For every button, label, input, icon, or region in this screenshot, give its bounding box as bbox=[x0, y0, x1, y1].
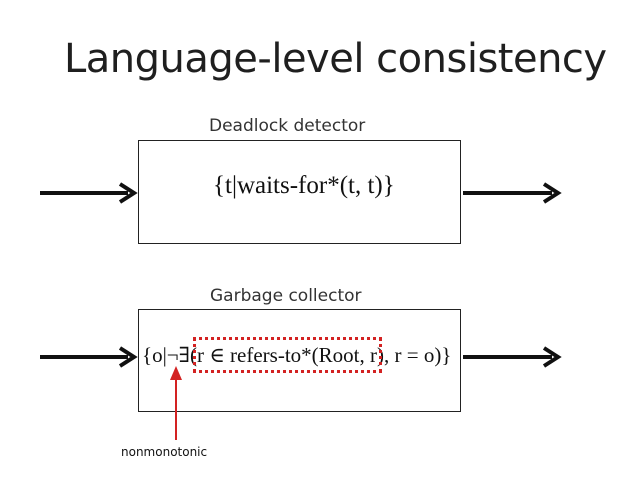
deadlock-detector-label: Deadlock detector bbox=[209, 116, 366, 136]
garbage-formula-prefix: {o|¬∃( bbox=[142, 343, 198, 367]
garbage-input-arrow bbox=[40, 346, 138, 368]
nonmonotonic-pointer-arrow bbox=[170, 366, 182, 440]
garbage-formula: {o|¬∃(r ∈ refers-to*(Root, r), r = o)} bbox=[142, 343, 451, 368]
deadlock-detector-box bbox=[138, 140, 461, 244]
nonmonotonic-annotation: nonmonotonic bbox=[121, 445, 208, 459]
deadlock-output-arrow bbox=[463, 182, 562, 204]
garbage-collector-label: Garbage collector bbox=[210, 286, 362, 306]
deadlock-formula: {t|waits-for*(t, t)} bbox=[213, 172, 395, 199]
garbage-collector-box bbox=[138, 309, 461, 412]
garbage-formula-suffix: , r = o)} bbox=[384, 343, 452, 367]
garbage-formula-highlight: r ∈ refers-to*(Root, r) bbox=[197, 343, 384, 367]
slide-title: Language-level consistency bbox=[64, 36, 607, 82]
deadlock-input-arrow bbox=[40, 182, 138, 204]
garbage-output-arrow bbox=[463, 346, 562, 368]
nonmonotonic-highlight-box bbox=[193, 337, 382, 373]
